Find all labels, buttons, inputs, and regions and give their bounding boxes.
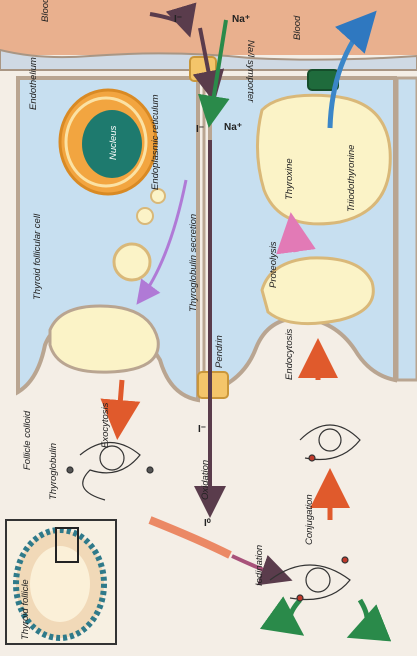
exocytosis-label: Exocytosis <box>100 402 111 448</box>
conjugation-label: Conjugation <box>304 494 315 545</box>
oxidation-label: Oxidation <box>200 460 211 500</box>
nai-symporter-label: Na/I symporter <box>245 40 256 103</box>
endocytosis-label: Endocytosis <box>284 329 295 380</box>
iodide-lower-label: I⁻ <box>198 424 206 435</box>
follicular-cell-edge <box>397 78 417 380</box>
pendrin-channel <box>198 372 228 398</box>
nucleus-label: Nucleus <box>108 125 119 160</box>
nai-symporter-channel <box>190 57 216 81</box>
thyroxine-label: Thyroxine <box>284 158 295 200</box>
sodium-top-label: Na⁺ <box>232 14 250 25</box>
exocytosis-vesicle <box>50 306 158 372</box>
small-vesicle <box>151 189 165 203</box>
pendrin-label: Pendrin <box>214 335 225 368</box>
sodium-bottom-label: Na⁺ <box>224 122 242 133</box>
iodine-zero-label: I⁰ <box>204 518 211 529</box>
inset-follicle-lumen <box>30 546 90 622</box>
hormone-vesicle <box>257 95 390 224</box>
thyroid-follicle-label: Thyroid follicle <box>20 579 31 640</box>
blood-label-right: Blood <box>292 15 303 40</box>
blood-label-left: Blood <box>40 0 51 22</box>
thyroglobulin-secretion-label: Thyroglobulin secretion <box>188 214 199 312</box>
endoplasmic-reticulum-label: Endoplasmic reticulum <box>150 94 161 190</box>
endothelium-label: Endothelium <box>28 57 39 110</box>
blood-region <box>0 0 417 55</box>
thyroid-follicular-cell-label: Thyroid follicular cell <box>32 213 43 300</box>
small-vesicle <box>137 208 153 224</box>
iodide-mid-label: I⁻ <box>196 124 204 135</box>
iodide-top-label: I⁻ <box>174 14 182 25</box>
triiodothyronine-label: Triiodothyronine <box>346 145 357 212</box>
proteolysis-label: Proteolysis <box>268 241 279 288</box>
iodination-label: Iodination <box>254 545 265 586</box>
thyroglobulin-label: Thyroglobulin <box>48 443 59 500</box>
secretory-vesicle <box>114 244 150 280</box>
follicle-colloid-label: Follicle colloid <box>22 410 33 470</box>
